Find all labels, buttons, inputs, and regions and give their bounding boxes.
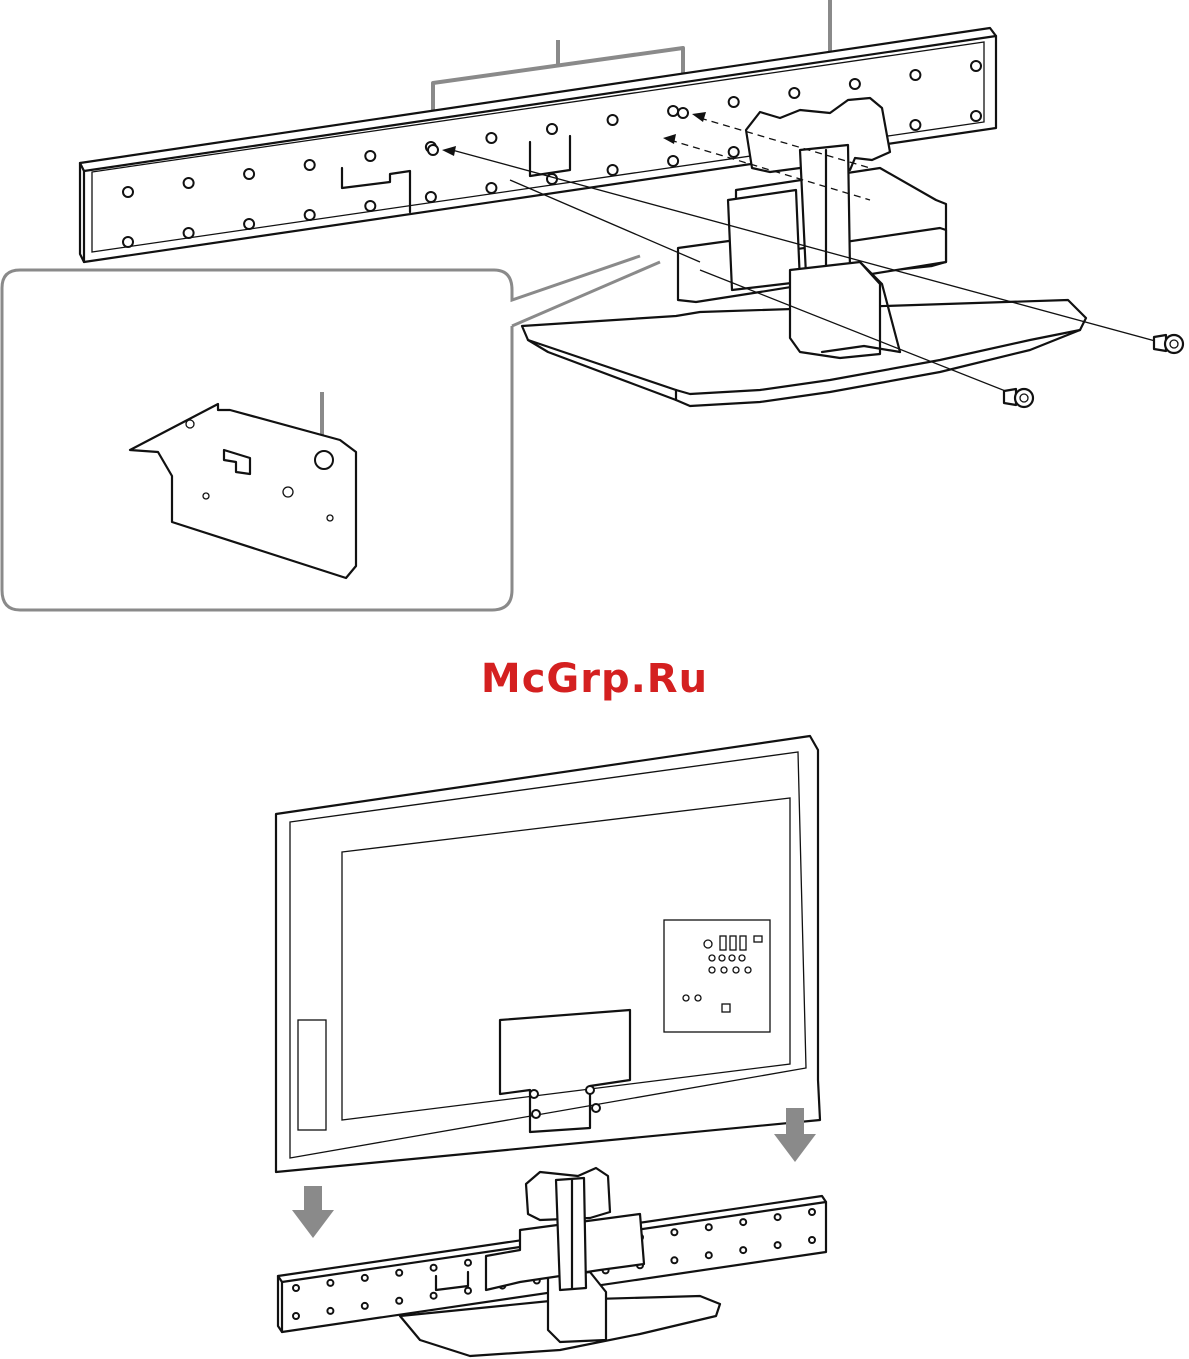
speaker-hole: [671, 1257, 677, 1263]
speaker-hole: [809, 1209, 815, 1215]
speaker-hole: [789, 88, 799, 98]
speaker-hole: [305, 160, 315, 170]
speaker-hole: [740, 1219, 746, 1225]
speaker-hole: [244, 169, 254, 179]
speaker-hole: [706, 1252, 712, 1258]
speaker-hole: [123, 237, 133, 247]
speaker-hole: [971, 61, 981, 71]
speaker-hole: [910, 70, 920, 80]
speaker-hole: [910, 120, 920, 130]
down-arrow-icon: [292, 1186, 334, 1238]
speaker-hole: [465, 1288, 471, 1294]
speaker-hole: [327, 1280, 333, 1286]
speaker-hole: [431, 1293, 437, 1299]
speaker-hole: [365, 151, 375, 161]
tv-rear-panel: [276, 736, 820, 1172]
speaker-hole: [729, 97, 739, 107]
speaker-hole: [244, 219, 254, 229]
speaker-hole: [809, 1237, 815, 1243]
speaker-hole: [775, 1242, 781, 1248]
speaker-hole: [396, 1298, 402, 1304]
speaker-hole: [293, 1285, 299, 1291]
speaker-hole: [123, 187, 133, 197]
speaker-hole: [729, 147, 739, 157]
speaker-hole: [740, 1247, 746, 1253]
speaker-hole: [706, 1224, 712, 1230]
speaker-hole: [362, 1303, 368, 1309]
speaker-hole: [775, 1214, 781, 1220]
detail-inset: [2, 256, 660, 610]
watermark: McGrp.Ru: [0, 656, 1189, 702]
speaker-hole: [431, 1265, 437, 1271]
figure-tv-mount: [276, 736, 826, 1356]
figure-speaker-bar-attach: [2, 0, 1183, 610]
speaker-hole: [668, 106, 678, 116]
speaker-hole: [668, 156, 678, 166]
speaker-hole: [184, 228, 194, 238]
speaker-hole: [396, 1270, 402, 1276]
speaker-hole: [971, 111, 981, 121]
speaker-hole: [362, 1275, 368, 1281]
speaker-hole: [465, 1260, 471, 1266]
speaker-hole: [547, 174, 557, 184]
speaker-hole: [608, 165, 618, 175]
screw-icon: [1154, 335, 1183, 353]
speaker-hole: [671, 1229, 677, 1235]
speaker-hole: [608, 115, 618, 125]
speaker-hole: [426, 192, 436, 202]
speaker-hole: [547, 124, 557, 134]
screw-icon: [1004, 389, 1033, 407]
speaker-hole: [850, 79, 860, 89]
speaker-hole: [327, 1308, 333, 1314]
speaker-hole: [486, 183, 496, 193]
speaker-hole: [486, 133, 496, 143]
speaker-hole: [305, 210, 315, 220]
speaker-hole: [293, 1313, 299, 1319]
speaker-hole: [365, 201, 375, 211]
speaker-hole: [184, 178, 194, 188]
